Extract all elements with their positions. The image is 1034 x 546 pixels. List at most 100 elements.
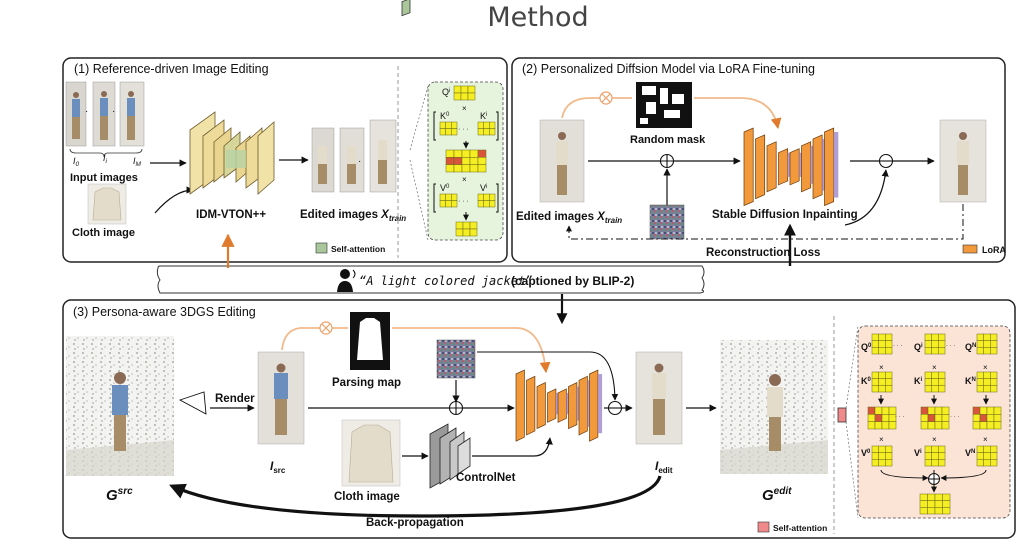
vi-grid-1 xyxy=(477,193,496,208)
q-grid-3-1 xyxy=(924,333,946,355)
v0-grid-1 xyxy=(439,193,458,208)
unet-3-layer-2 xyxy=(536,382,546,430)
label-ii: Ii xyxy=(103,153,108,165)
dots-1a: · · · xyxy=(458,126,469,133)
parsing-map-label: Parsing map xyxy=(332,377,401,389)
unet-2-layer-4 xyxy=(789,148,800,186)
back-propagation-label: Back-propagation xyxy=(366,517,464,529)
random-mask-image xyxy=(636,82,692,128)
unet-3-layer-7 xyxy=(589,369,599,442)
cloth-image-3 xyxy=(341,419,401,487)
k-grid-3-1 xyxy=(924,371,946,393)
input-image-m xyxy=(119,81,145,147)
idm-vton-label: IDM-VTON++ xyxy=(196,209,266,221)
unet-2-layer-2 xyxy=(766,141,777,193)
self-attn-marker-3 xyxy=(837,407,847,423)
edited-images-label-1: Edited images Xtrain xyxy=(300,209,406,223)
gedit-scene xyxy=(720,340,828,474)
noise-image-2 xyxy=(649,204,685,240)
vi-label-1: Vi xyxy=(480,183,487,193)
dots-3d: · · · xyxy=(950,414,959,420)
svg-text:·: · xyxy=(85,106,88,117)
times-1b: × xyxy=(462,175,467,184)
self-attention-legend-swatch-3 xyxy=(757,521,770,533)
dots-3a: · · · xyxy=(893,343,902,349)
v0-label-1: V0 xyxy=(440,183,450,193)
gsrc-label: Gsrc xyxy=(106,486,133,504)
panel-1-heading: (1) Reference-driven Image Editing xyxy=(74,62,269,76)
self-attention-legend-1: Self-attention xyxy=(331,244,385,254)
input-image-i xyxy=(92,81,116,147)
unet-2-layer-3 xyxy=(778,148,789,186)
caption-scroll xyxy=(156,265,705,294)
out-grid-1 xyxy=(455,221,478,237)
v0-label-3: V0 xyxy=(861,448,871,458)
qn-label-3: QN xyxy=(965,342,976,352)
k0-label-3: K0 xyxy=(861,376,872,386)
q-grid-1 xyxy=(453,85,476,101)
score-grid-3-0 xyxy=(867,406,897,430)
orange-path-parsing-3 xyxy=(281,327,348,351)
orange-path-to-unet-3 xyxy=(392,327,551,374)
vn-label-3: VN xyxy=(965,448,975,458)
unet-2-layer-1 xyxy=(755,134,766,200)
unet-2-layer-0 xyxy=(743,127,754,207)
lora-legend-swatch xyxy=(962,244,978,254)
cloth-image-label-3: Cloth image xyxy=(334,491,400,503)
i-edit-image xyxy=(635,351,683,445)
cloth-image-1 xyxy=(87,183,127,225)
cloth-image-label-1: Cloth image xyxy=(72,227,135,239)
panel-3-heading: (3) Persona-aware 3DGS Editing xyxy=(73,305,256,319)
panel-2-box xyxy=(511,57,1006,263)
unet-3 xyxy=(515,369,603,442)
orange-path-mask-2 xyxy=(561,97,632,119)
unet-3-layer-5 xyxy=(568,382,578,430)
unet-2-layer-7 xyxy=(824,127,835,207)
out-grid-3 xyxy=(919,493,951,515)
gedit-label: Gedit xyxy=(762,486,792,504)
i-edit-label: Iedit xyxy=(655,459,673,475)
times-1a: × xyxy=(462,104,467,113)
unet-2-layer-5 xyxy=(801,141,812,193)
qi-label-3: Qi xyxy=(914,342,923,352)
vi-label-3: Vi xyxy=(914,448,922,458)
k0-grid-1 xyxy=(439,121,458,136)
label-im: IM xyxy=(133,156,142,168)
q-grid-3-0 xyxy=(871,333,893,355)
back-propagation-arrow xyxy=(169,475,662,518)
score-grid-3-2 xyxy=(972,406,1002,430)
unet-3-layer-3 xyxy=(547,388,557,423)
times-3f: × xyxy=(983,435,988,444)
times-3e: × xyxy=(932,435,937,444)
attention-grids-3 xyxy=(867,333,1002,515)
figure-title: Method xyxy=(487,2,588,33)
i-src-label: Isrc xyxy=(270,459,286,475)
random-mask-label: Random mask xyxy=(630,134,706,146)
v-grid-3-0 xyxy=(871,445,893,467)
unet-3-layer-1 xyxy=(526,375,536,436)
ki-grid-1 xyxy=(477,121,496,136)
input-image-0 xyxy=(65,81,87,147)
parsing-map-image xyxy=(350,312,390,370)
v-grid-3-1 xyxy=(924,445,946,467)
controlnet-block xyxy=(429,423,471,489)
controlnet-label: ControlNet xyxy=(456,472,516,484)
dots-3b: · · · xyxy=(946,343,955,349)
self-attention-legend-swatch-1 xyxy=(315,242,328,254)
dots-1b: · · · xyxy=(458,198,469,205)
q-label-1: Qi xyxy=(442,87,450,97)
stable-diffusion-label: Stable Diffusion Inpainting xyxy=(712,209,858,221)
k-grid-3-2 xyxy=(976,371,998,393)
label-i0: I0 xyxy=(73,156,80,168)
input-image-stack: · · xyxy=(65,81,145,147)
panel-1-box xyxy=(62,57,508,263)
times-3c: × xyxy=(983,363,988,372)
attention-grids-1 xyxy=(439,85,496,237)
arrow-recon-up-2 xyxy=(844,169,889,226)
q0-label-3: Q0 xyxy=(861,342,872,352)
unet-3-layer-4 xyxy=(557,388,567,423)
noise-image-3 xyxy=(436,339,476,379)
k0-label-1: K0 xyxy=(440,111,450,121)
camera-frustum-icon xyxy=(178,391,207,415)
